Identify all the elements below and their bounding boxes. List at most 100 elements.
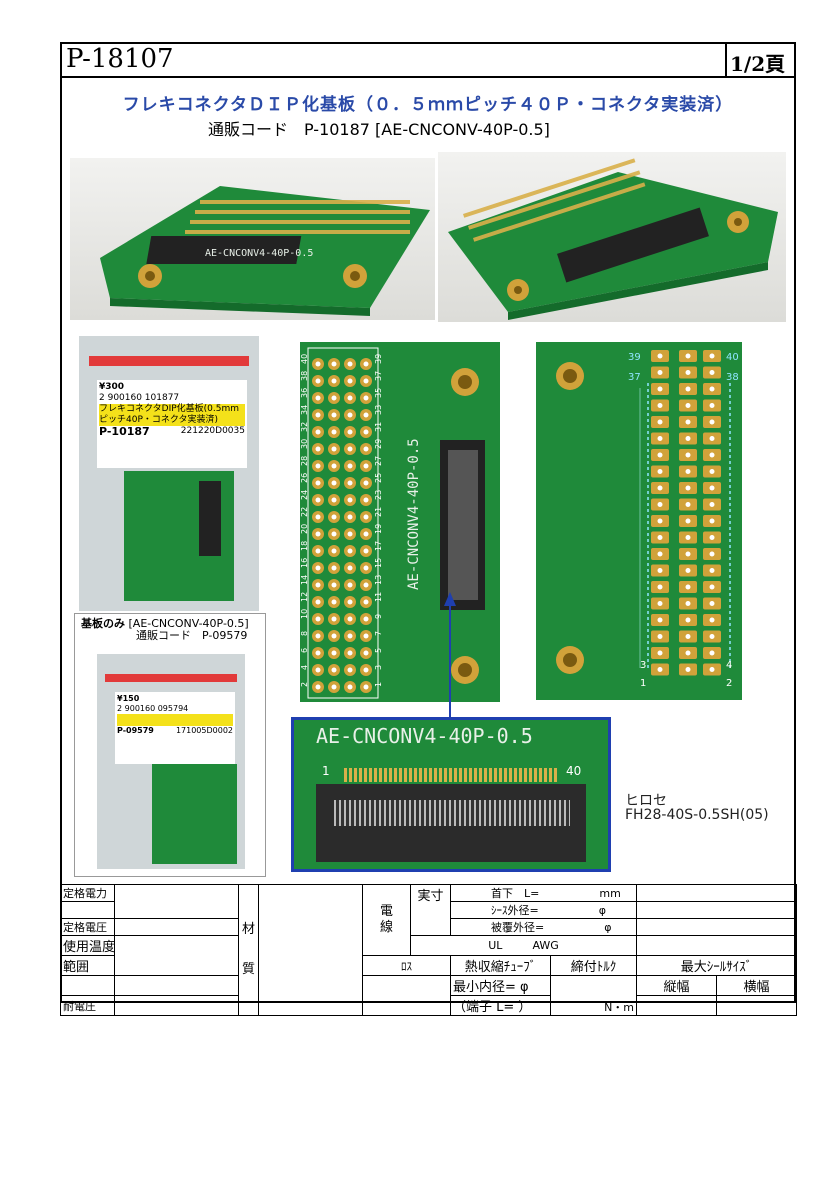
package-stamp: 221220D0035 — [180, 426, 245, 436]
spec-material-2: 質 — [241, 962, 255, 977]
board-only-badge: 基板のみ — [81, 617, 125, 630]
front-pin-label-even: 12 — [300, 592, 309, 602]
photo-package-p10187: ¥300 2 900160 101877 フレキコネクタDIP化基板(0.5mm… — [79, 336, 259, 611]
spec-awg: AWG — [532, 939, 559, 952]
spec-heat-shrink: 熱収縮ﾁｭｰﾌﾞ — [450, 955, 551, 976]
product-title: フレキコネクタＤＩＰ化基板（０．５ｍｍピッチ４０Ｐ・コネクタ実装済） — [122, 95, 734, 115]
spec-strip: 首下 L= — [491, 887, 540, 900]
board-silk-label: AE-CNCONV4-40P-0.5 — [406, 438, 422, 590]
front-pin-label-even: 4 — [300, 665, 309, 670]
front-pin-label-even: 20 — [300, 524, 309, 534]
front-pin-label-odd: 13 — [374, 575, 383, 585]
front-pin-label-even: 36 — [300, 388, 309, 398]
board-back-view: 39 37 40 38 3 1 4 2 — [530, 338, 746, 703]
front-pin-label-even: 22 — [300, 507, 309, 517]
spec-torque: 締付ﾄﾙｸ — [549, 955, 638, 976]
spec-rated-voltage: 定格電圧 — [60, 918, 115, 936]
package-code: P-10187 — [99, 425, 150, 438]
page-divider — [725, 42, 727, 77]
spec-seal-height: 縦幅 — [636, 975, 718, 996]
svg-text:3: 3 — [640, 660, 646, 671]
spec-cover-unit: φ — [604, 921, 612, 934]
spec-wire-1: 電 — [379, 904, 393, 919]
front-pin-label-even: 38 — [300, 371, 309, 381]
front-pin-label-odd: 35 — [374, 388, 383, 398]
svg-text:38: 38 — [726, 372, 739, 383]
header-divider — [60, 76, 796, 78]
zoom-pin-1: 1 — [322, 764, 330, 778]
front-pin-label-even: 24 — [300, 490, 309, 500]
spec-wire-2: 線 — [379, 920, 393, 935]
front-pin-label-odd: 1 — [374, 682, 383, 687]
svg-text:40: 40 — [726, 352, 739, 363]
spec-table: 定格電力 材 質 電 線 実寸 首下 L=mm ｼｰｽ外径=φ 定格電圧 被覆外… — [60, 884, 798, 1016]
board-only-panel: 基板のみ [AE-CNCONV-40P-0.5] 通販コード P-09579 ¥… — [74, 613, 266, 877]
front-pin-label-odd: 39 — [374, 354, 383, 364]
package2-code: P-09579 — [117, 726, 154, 735]
spec-nm: N・m — [549, 975, 638, 1016]
front-pin-label-odd: 21 — [374, 507, 383, 517]
connector-model: FH28-40S-0.5SH(05) — [625, 807, 769, 823]
spec-withstand: 耐電圧 — [60, 995, 115, 1016]
board-only-code: 通販コード P-09579 — [136, 629, 248, 642]
front-pin-label-even: 34 — [300, 405, 309, 415]
front-pin-label-even: 6 — [300, 648, 309, 653]
front-pin-label-odd: 27 — [374, 456, 383, 466]
package2-price: ¥150 — [117, 694, 140, 703]
front-pin-label-odd: 9 — [374, 614, 383, 619]
spec-min-id: 最小内径= φ — [450, 975, 551, 996]
front-pin-label-even: 32 — [300, 422, 309, 432]
spec-temp-2: 範囲 — [60, 955, 115, 976]
front-pin-label-even: 2 — [300, 682, 309, 687]
zoom-silk-label: AE-CNCONV4-40P-0.5 — [316, 724, 533, 748]
photo-board-angle-right — [438, 152, 786, 322]
front-pin-label-odd: 7 — [374, 631, 383, 636]
spec-actual: 実寸 — [410, 884, 451, 936]
front-pin-label-odd: 3 — [374, 665, 383, 670]
front-pin-label-odd: 33 — [374, 405, 383, 415]
mail-order-code: 通販コード P-10187 [AE-CNCONV-40P-0.5] — [208, 120, 550, 139]
package-barcode-number: 2 900160 101877 — [99, 393, 180, 403]
spec-seal: 最大ｼｰﾙｻｲｽﾞ — [636, 955, 798, 976]
svg-text:2: 2 — [726, 678, 732, 689]
spec-sheath-unit: φ — [598, 904, 606, 917]
front-pin-label-even: 8 — [300, 631, 309, 636]
front-pin-label-even: 28 — [300, 456, 309, 466]
front-pin-label-odd: 17 — [374, 541, 383, 551]
spec-rated-current: 定格電力 — [60, 884, 115, 902]
spec-ul: UL — [488, 939, 503, 952]
front-pin-label-even: 18 — [300, 541, 309, 551]
front-pin-label-even: 16 — [300, 558, 309, 568]
package2-barcode-number: 2 900160 095794 — [117, 704, 189, 713]
package2-stamp: 171005D0002 — [175, 726, 233, 735]
spec-loss: ﾛｽ — [362, 955, 451, 976]
board-only-part: [AE-CNCONV-40P-0.5] — [128, 617, 249, 630]
front-pin-label-odd: 23 — [374, 490, 383, 500]
svg-text:AE-CNCONV4-40P-0.5: AE-CNCONV4-40P-0.5 — [205, 248, 313, 259]
connector-zoom: AE-CNCONV4-40P-0.5 1 40 — [291, 717, 611, 872]
svg-text:37: 37 — [628, 372, 641, 383]
zoom-pin-40: 40 — [566, 764, 582, 778]
front-pin-label-odd: 29 — [374, 439, 383, 449]
svg-text:4: 4 — [726, 660, 732, 671]
photo-board-angle-left: AE-CNCONV4-40P-0.5 — [70, 158, 435, 320]
front-pin-label-odd: 11 — [374, 592, 383, 602]
front-pin-label-odd: 25 — [374, 473, 383, 483]
front-pin-label-even: 30 — [300, 439, 309, 449]
connector-maker: ヒロセ — [625, 793, 667, 809]
front-pin-label-odd: 37 — [374, 371, 383, 381]
spec-material-1: 材 — [241, 922, 255, 937]
svg-text:39: 39 — [628, 352, 641, 363]
package-price: ¥300 — [99, 382, 125, 392]
front-pin-label-odd: 5 — [374, 648, 383, 653]
part-number: P-18107 — [66, 44, 174, 74]
front-pin-label-odd: 31 — [374, 422, 383, 432]
front-pin-label-even: 10 — [300, 609, 309, 619]
package-label: フレキコネクタDIP化基板(0.5mmピッチ40P・コネクタ実装済) — [99, 404, 245, 426]
front-pin-label-even: 14 — [300, 575, 309, 585]
page-indicator: 1/2頁 — [730, 52, 786, 76]
front-pin-label-even: 40 — [300, 354, 309, 364]
front-pin-label-odd: 19 — [374, 524, 383, 534]
spec-seal-width: 横幅 — [716, 975, 798, 996]
